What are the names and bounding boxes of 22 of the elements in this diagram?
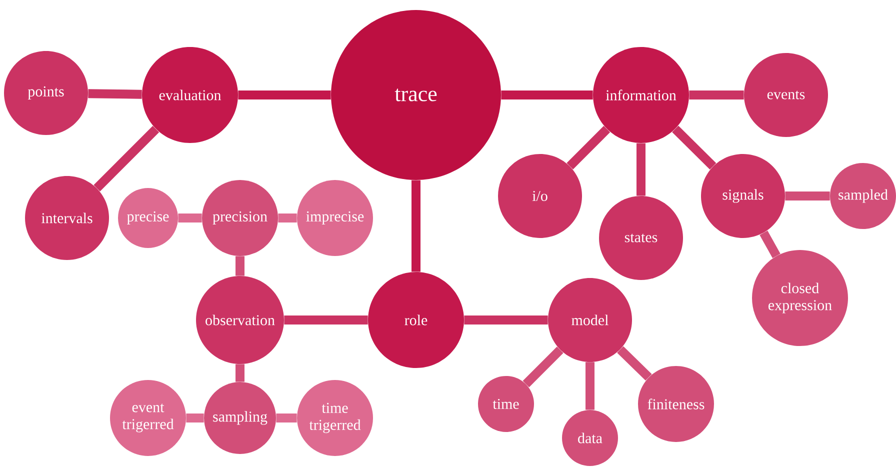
connector (689, 90, 744, 100)
connector (94, 126, 160, 192)
connector (501, 90, 593, 100)
connector (236, 256, 244, 276)
connector (88, 89, 142, 99)
connector (278, 214, 297, 222)
connector (238, 90, 331, 100)
connector (464, 315, 548, 324)
connector (178, 214, 202, 222)
connector (760, 230, 780, 258)
connector (186, 413, 204, 422)
connector (586, 362, 594, 410)
connector (785, 192, 830, 200)
connector (236, 364, 244, 382)
connector (566, 126, 610, 170)
connector (672, 126, 716, 170)
connector (522, 346, 564, 388)
connector (284, 315, 368, 324)
connector (276, 413, 297, 422)
connector (412, 180, 420, 272)
connector (636, 143, 646, 196)
connector (617, 346, 652, 381)
